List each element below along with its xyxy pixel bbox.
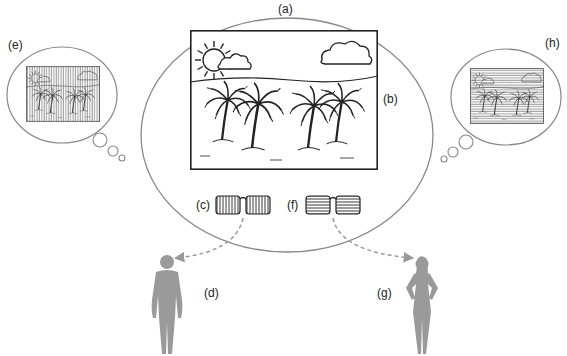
callout-label: (e) [8, 38, 23, 52]
callout-label: (a) [278, 2, 293, 16]
callout-label: (c) [196, 198, 210, 212]
callout-label: (b) [383, 92, 398, 106]
callout-label: (g) [377, 286, 392, 300]
thought-ellipse [141, 18, 433, 252]
person-man [152, 255, 183, 354]
dashed-arrow [333, 218, 412, 258]
thought-bubble [441, 49, 561, 162]
callout-label: (h) [545, 36, 560, 50]
thought-bubble [7, 47, 125, 161]
glasses-vertical [216, 196, 270, 214]
glasses-horizontal [306, 196, 360, 214]
callout-label: (f) [287, 198, 298, 212]
picture [190, 31, 378, 169]
person-woman [406, 256, 438, 354]
callout-label: (d) [204, 286, 219, 300]
dashed-arrow [176, 218, 243, 258]
